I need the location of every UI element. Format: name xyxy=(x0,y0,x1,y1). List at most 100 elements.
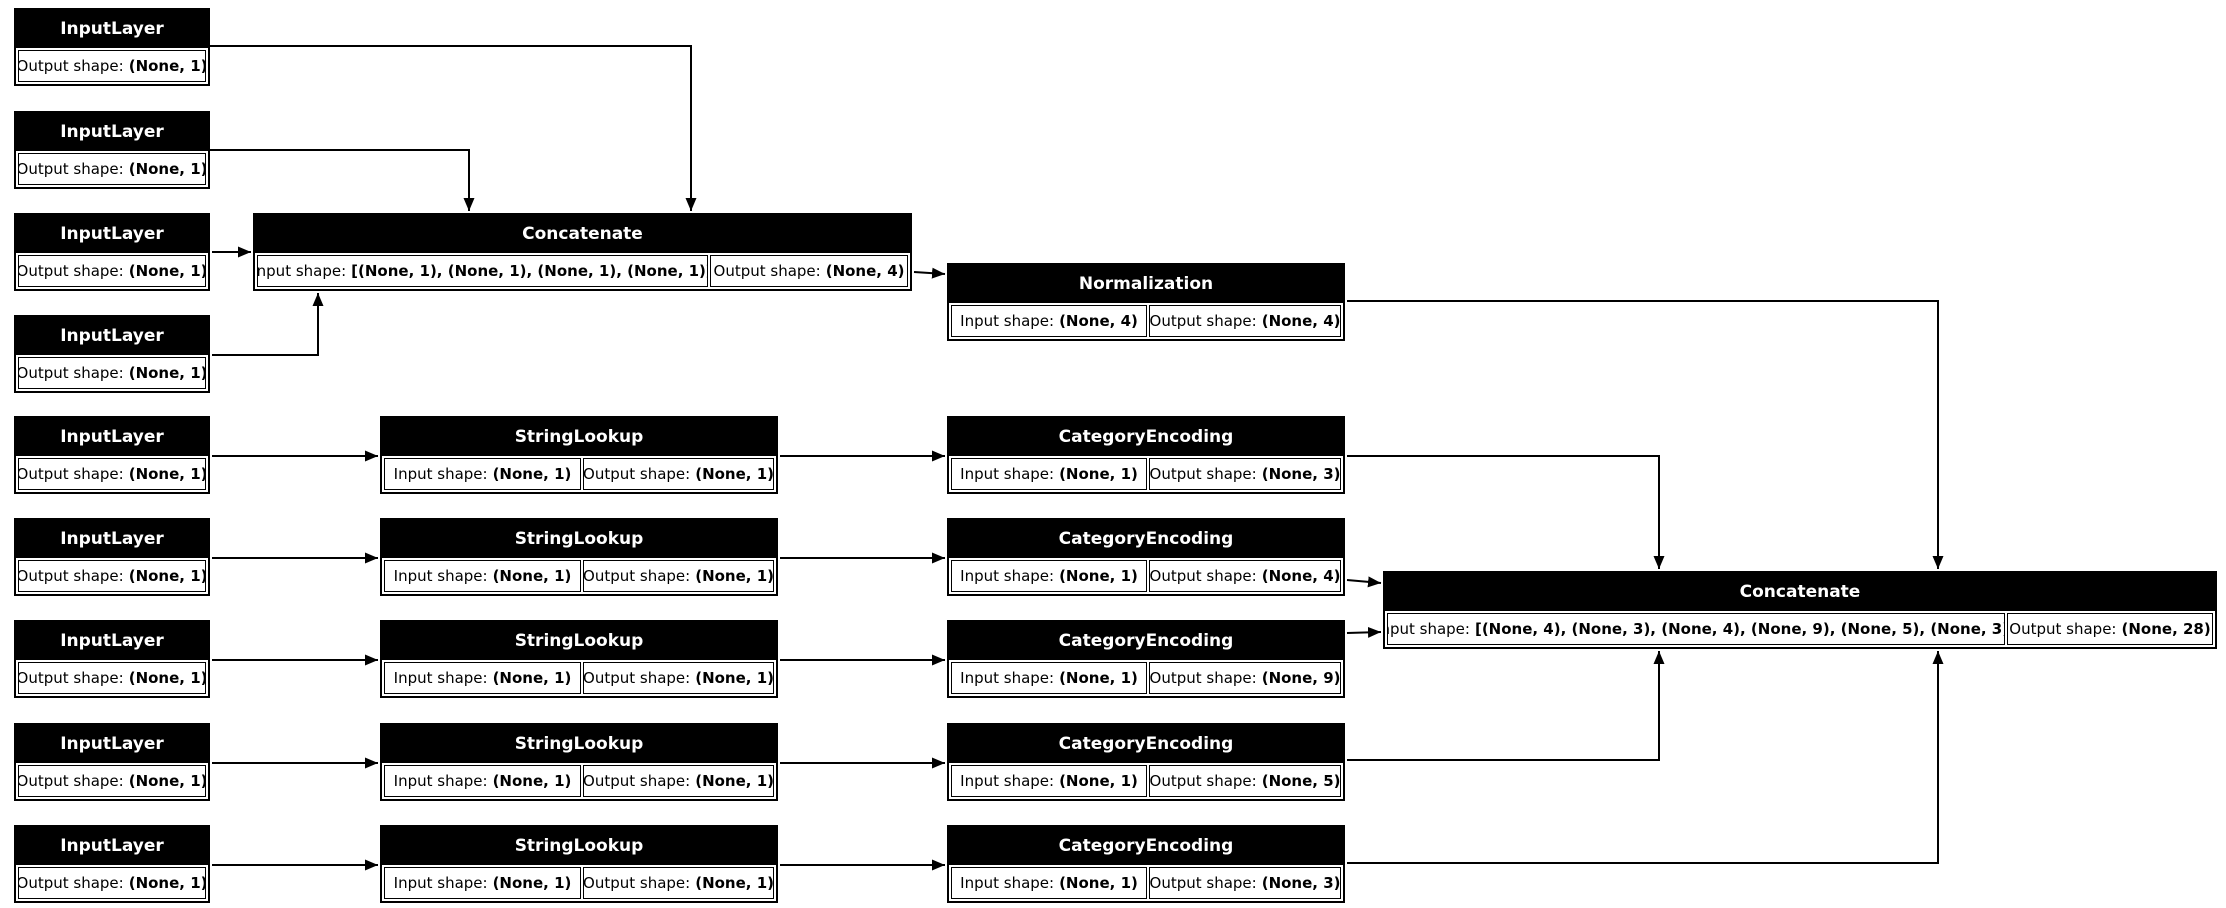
layer-cells-concat-1: Input shape:[(None, 1), (None, 1), (None… xyxy=(257,255,908,287)
shape-value: (None, 1) xyxy=(1059,567,1138,585)
edge-norm-concat2 xyxy=(1347,300,1944,569)
shape-value: (None, 1) xyxy=(492,874,572,892)
layer-cells-input-5: Output shape:(None, 1) xyxy=(18,458,206,490)
shape-value: (None, 1) xyxy=(128,364,206,382)
layer-cells-input-8: Output shape:(None, 1) xyxy=(18,765,206,797)
layer-cells-input-9: Output shape:(None, 1) xyxy=(18,867,206,899)
shape-label: Output shape: xyxy=(1149,669,1257,687)
shape-label: Output shape: xyxy=(713,262,821,280)
layer-title-input-5: InputLayer xyxy=(16,418,208,456)
input-shape-cell-encode-5: Input shape:(None, 1) xyxy=(951,867,1147,899)
edge-input1-concat1 xyxy=(210,45,697,211)
shape-value: (None, 1) xyxy=(128,874,206,892)
output-shape-cell-lookup-5: Output shape:(None, 1) xyxy=(583,867,774,899)
shape-label: Output shape: xyxy=(583,567,691,585)
layer-cells-input-7: Output shape:(None, 1) xyxy=(18,662,206,694)
output-shape-cell-encode-3: Output shape:(None, 9) xyxy=(1149,662,1341,694)
shape-value: (None, 1) xyxy=(128,772,206,790)
input-shape-cell-lookup-3: Input shape:(None, 1) xyxy=(384,662,581,694)
output-shape-cell-concat-2: Output shape:(None, 28) xyxy=(2007,613,2213,645)
layer-title-encode-5: CategoryEncoding xyxy=(949,827,1343,865)
shape-value: (None, 1) xyxy=(1059,465,1138,483)
shape-value: (None, 4) xyxy=(1261,567,1341,585)
shape-label: Input shape: xyxy=(960,874,1055,892)
layer-title-concat-1: Concatenate xyxy=(255,215,910,253)
shape-value: (None, 1) xyxy=(128,262,206,280)
shape-value: (None, 1) xyxy=(492,669,572,687)
shape-label: Input shape: xyxy=(393,772,488,790)
input-shape-cell-encode-4: Input shape:(None, 1) xyxy=(951,765,1147,797)
output-shape-cell-normalization: Output shape:(None, 4) xyxy=(1149,305,1341,337)
layer-cells-encode-1: Input shape:(None, 1) Output shape:(None,… xyxy=(951,458,1341,490)
layer-cells-input-2: Output shape:(None, 1) xyxy=(18,153,206,185)
shape-value: (None, 1) xyxy=(492,567,572,585)
shape-label: Input shape: xyxy=(960,567,1055,585)
shape-value: [(None, 4), (None, 3), (None, 4), (None,… xyxy=(1474,620,2005,638)
shape-value: (None, 1) xyxy=(695,874,774,892)
layer-cells-encode-3: Input shape:(None, 1)Output shape:(None,… xyxy=(951,662,1341,694)
layer-cells-lookup-3: Input shape:(None, 1)Output shape:(None,… xyxy=(384,662,774,694)
shape-label: Output shape: xyxy=(1149,465,1257,483)
shape-label: Output shape: xyxy=(18,160,124,178)
shape-value: (None, 1) xyxy=(695,567,774,585)
shape-label: Input shape: xyxy=(393,874,488,892)
edge-input4-concat1 xyxy=(212,293,324,356)
shape-label: Output shape: xyxy=(1149,772,1257,790)
input-shape-cell-lookup-4: Input shape:(None, 1) xyxy=(384,765,581,797)
layer-cells-concat-2: Input shape:[(None, 4), (None, 3), (None… xyxy=(1387,613,2213,645)
shape-value: (None, 3) xyxy=(1261,465,1341,483)
output-shape-cell-encode-2: Output shape:(None, 4) xyxy=(1149,560,1341,592)
shape-value: (None, 4) xyxy=(1059,312,1138,330)
shape-label: Output shape: xyxy=(1149,312,1257,330)
layer-title-input-6: InputLayer xyxy=(16,520,208,558)
shape-label: Input shape: xyxy=(960,772,1055,790)
shape-value: (None, 1) xyxy=(695,772,774,790)
input-shape-cell-encode-3: Input shape:(None, 1) xyxy=(951,662,1147,694)
shape-label: Output shape: xyxy=(583,772,691,790)
shape-value: (None, 1) xyxy=(128,57,206,75)
shape-value: (None, 9) xyxy=(1261,669,1341,687)
output-shape-cell-lookup-1: Output shape:(None, 1) xyxy=(583,458,774,490)
shape-value: (None, 5) xyxy=(1261,772,1341,790)
shape-value: (None, 1) xyxy=(1059,772,1138,790)
shape-label: Input shape: xyxy=(393,567,488,585)
layer-cells-input-4: Output shape:(None, 1) xyxy=(18,357,206,389)
layer-title-encode-3: CategoryEncoding xyxy=(949,622,1343,660)
shape-label: Output shape: xyxy=(18,465,124,483)
output-shape-cell-input-4: Output shape:(None, 1) xyxy=(18,357,206,389)
layer-title-input-1: InputLayer xyxy=(16,10,208,48)
output-shape-cell-input-1: Output shape:(None, 1) xyxy=(18,50,206,82)
output-shape-cell-lookup-4: Output shape:(None, 1) xyxy=(583,765,774,797)
shape-value: (None, 1) xyxy=(128,669,206,687)
input-shape-cell-lookup-1: Input shape:(None, 1) xyxy=(384,458,581,490)
shape-label: Input shape: xyxy=(960,465,1055,483)
shape-label: Output shape: xyxy=(18,772,124,790)
shape-value: (None, 1) xyxy=(1059,874,1138,892)
shape-value: (None, 1) xyxy=(492,465,572,483)
input-shape-cell-concat-1: Input shape:[(None, 1), (None, 1), (None… xyxy=(257,255,708,287)
shape-label: Output shape: xyxy=(18,57,124,75)
shape-label: Input shape: xyxy=(257,262,347,280)
shape-label: Output shape: xyxy=(18,567,124,585)
edge-encode3-concat2 xyxy=(1346,626,1382,638)
output-shape-cell-input-6: Output shape:(None, 1) xyxy=(18,560,206,592)
output-shape-cell-input-2: Output shape:(None, 1) xyxy=(18,153,206,185)
layer-title-encode-4: CategoryEncoding xyxy=(949,725,1343,763)
layer-title-input-2: InputLayer xyxy=(16,113,208,151)
